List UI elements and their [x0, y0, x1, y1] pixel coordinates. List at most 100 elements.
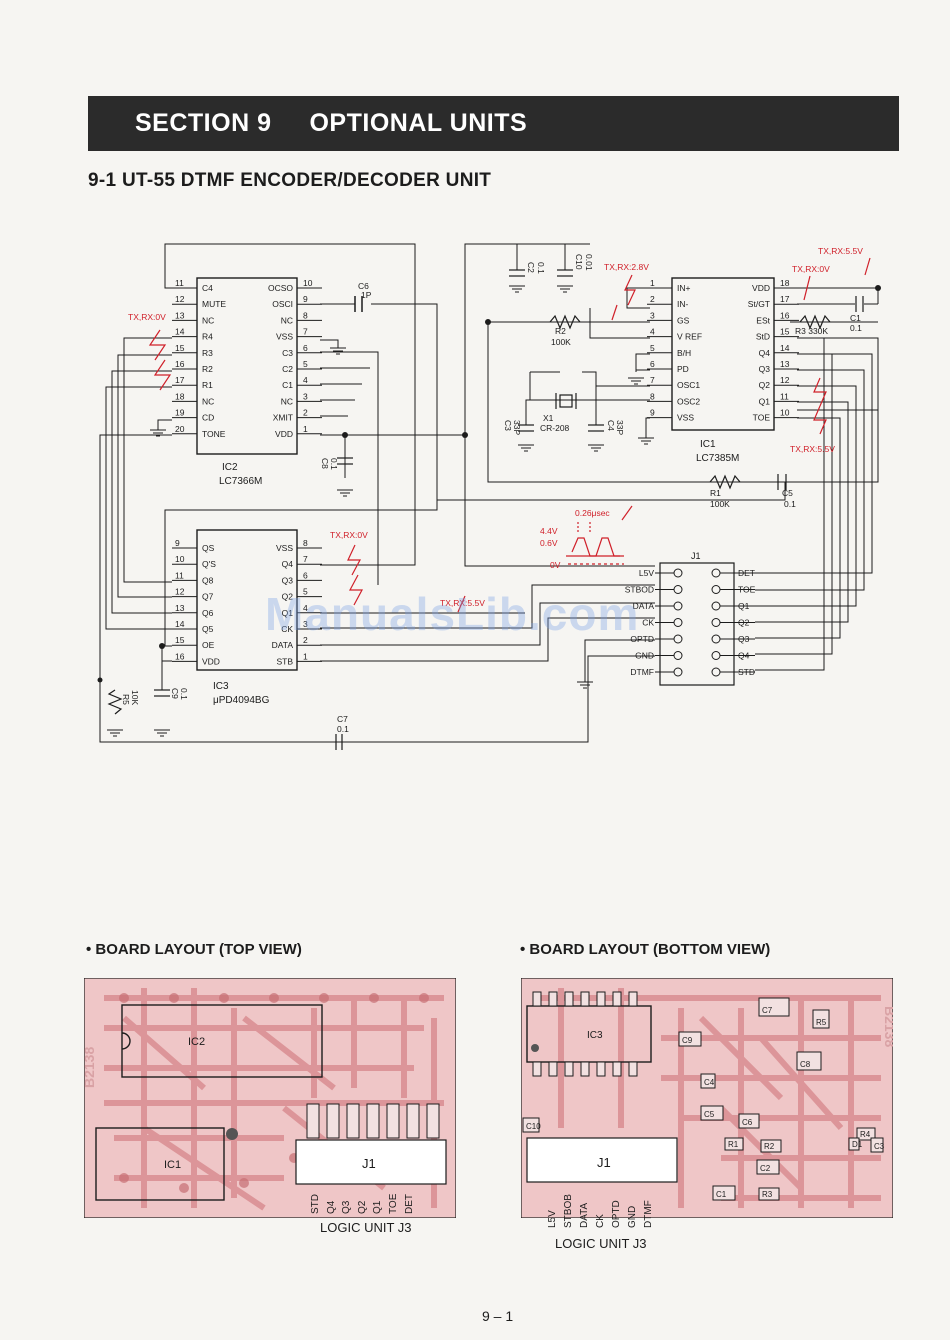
ic2-pin-label: R1 — [202, 380, 213, 390]
board-top-j1: J1 — [362, 1156, 376, 1171]
ic1-pin-label: Q3 — [759, 364, 771, 374]
ic2-pin-num: 19 — [175, 408, 185, 418]
ic2-pin-label: C4 — [202, 283, 213, 293]
ic2-pin-label: C1 — [282, 380, 293, 390]
ic3-pin-num: 16 — [175, 651, 185, 661]
ic2-pin-label: XMIT — [273, 413, 293, 423]
section-banner: SECTION 9 OPTIONAL UNITS — [88, 96, 899, 151]
board-pin-label: L5V — [547, 1210, 558, 1228]
ic1-pin-label: StD — [756, 332, 770, 342]
c8-value: 0.1 — [329, 458, 339, 470]
j1-right-pin-label: Q3 — [738, 634, 750, 644]
board-part-label: C1 — [716, 1190, 727, 1199]
ic2-pin-num: 5 — [303, 359, 308, 369]
board-top-caption: LOGIC UNIT J3 — [320, 1220, 412, 1235]
page-number: 9 – 1 — [482, 1308, 514, 1324]
annotation-ic1-q: TX,RX:5.5V — [790, 444, 835, 454]
c6-value: 1P — [361, 290, 372, 300]
ic3-pin-num: 13 — [175, 603, 185, 613]
c7-label: C7 — [337, 714, 348, 724]
x1-crystal — [559, 394, 573, 408]
annotation-ic2-r: TX,RX:0V — [128, 312, 166, 322]
ic1-pin-num: 15 — [780, 327, 790, 337]
board-bottom-ic3: IC3 — [587, 1030, 603, 1041]
section-title: OPTIONAL UNITS — [309, 109, 528, 137]
ic2-pin-label: OCSO — [268, 283, 293, 293]
c2-value: 0.1 — [536, 262, 546, 274]
c5-label: C5 — [782, 488, 793, 498]
ic3-pin-label: Q1 — [282, 608, 294, 618]
ic2-pin-num: 15 — [175, 343, 185, 353]
junction-dots — [97, 285, 881, 683]
x1-value: CR-208 — [540, 423, 570, 433]
c4-label: C4 — [606, 420, 616, 431]
ic2-pin-num: 8 — [303, 310, 308, 320]
ic2-pin-label: VSS — [276, 332, 293, 342]
ic1-pin-label: TOE — [753, 413, 771, 423]
ic1-pin-num: 5 — [650, 343, 655, 353]
ic1-pin-label: Q2 — [759, 380, 771, 390]
ic3-pin-label: Q7 — [202, 592, 214, 602]
board-part-label: R5 — [816, 1018, 827, 1027]
ic1-pin-label: IN- — [677, 299, 689, 309]
ic2-pin-label: R3 — [202, 348, 213, 358]
ic3-pin-label: OE — [202, 640, 215, 650]
ic1-pin-num: 8 — [650, 391, 655, 401]
c8-label: C8 — [320, 458, 330, 469]
r1-symbol — [709, 474, 741, 490]
r1-label: R1 — [710, 488, 721, 498]
c1-value: 0.1 — [850, 323, 862, 333]
ic1-part: LC7385M — [696, 453, 739, 464]
ic2-part: LC7366M — [219, 476, 262, 487]
board-bottom-caption: LOGIC UNIT J3 — [555, 1236, 647, 1251]
j1-right-pin-label: DET — [738, 568, 755, 578]
ic3-pin-num: 10 — [175, 554, 185, 564]
ic3-pin-num: 11 — [175, 570, 184, 580]
component-labels: C6 1P C2 0.1 C10 0.01 C1 0.1 R2 100K R3 … — [121, 254, 862, 734]
ic3-pin-label: Q5 — [202, 624, 214, 634]
ic3-pin-label: Q8 — [202, 575, 214, 585]
ic1-pin-label: ESt — [756, 315, 770, 325]
r3-symbol — [799, 314, 831, 330]
board-part-label: C9 — [682, 1036, 693, 1045]
ic2-pin-num: 4 — [303, 375, 308, 385]
ic2-pin-label: OSCI — [272, 299, 293, 309]
board-part-label: C3 — [874, 1142, 885, 1151]
board-part-label: C2 — [760, 1164, 771, 1173]
board-part-label: R4 — [860, 1130, 871, 1139]
board-part-label: R1 — [728, 1140, 739, 1149]
board-top-ic1: IC1 — [164, 1159, 181, 1171]
board-part-label: R3 — [762, 1190, 773, 1199]
pulse-low-label: 0.6V — [540, 538, 558, 548]
schematic-wires — [99, 243, 879, 743]
r5-value: 10K — [130, 690, 140, 705]
ic1-pin-num: 4 — [650, 327, 655, 337]
board-part-label: C5 — [704, 1110, 715, 1119]
ic1-pin-num: 1 — [650, 278, 655, 288]
ic2-pin-num: 18 — [175, 391, 185, 401]
r3-label: R3 330K — [795, 326, 828, 336]
ic3-pin-num: 7 — [303, 554, 308, 564]
board-pin-label: CK — [595, 1214, 606, 1228]
ic3-pin-num: 14 — [175, 619, 185, 629]
ic2-pin-label: C2 — [282, 364, 293, 374]
r2-value: 100K — [551, 337, 571, 347]
annotation-arrows — [148, 257, 871, 613]
ic2-pin-label: NC — [202, 396, 214, 406]
ic1-pin-num: 3 — [650, 310, 655, 320]
ic1-pin-label: Q1 — [759, 396, 771, 406]
c1-label: C1 — [850, 313, 861, 323]
board-pin-label: DTMF — [643, 1200, 654, 1228]
ic2-pin-num: 6 — [303, 343, 308, 353]
board-pin-label: DET — [403, 1194, 415, 1214]
ic1-pin-num: 6 — [650, 359, 655, 369]
ic2-pin-num: 13 — [175, 310, 185, 320]
ic3-pin-num: 6 — [303, 570, 308, 580]
j1-left-pin-label: STBOD — [625, 585, 654, 595]
c2-label: C2 — [526, 262, 536, 273]
ic1-pin-num: 9 — [650, 408, 655, 418]
r5-symbol — [107, 689, 123, 715]
ic3-pin-label: QS — [202, 543, 215, 553]
